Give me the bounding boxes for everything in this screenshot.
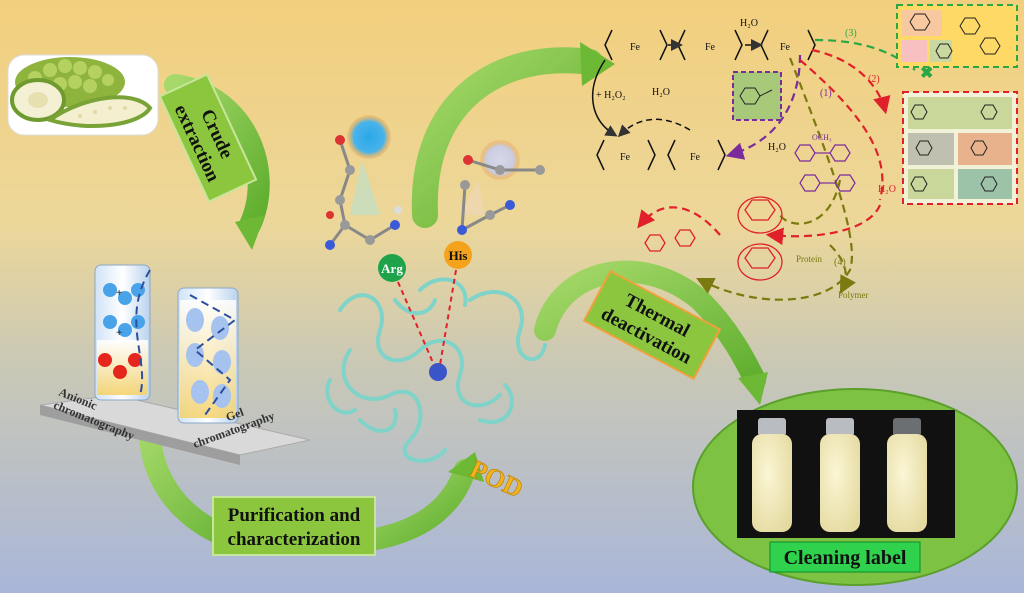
- fe-4: Fe: [620, 152, 631, 163]
- path-2-label: (2): [868, 74, 880, 85]
- red-fe-complexes: [644, 196, 783, 281]
- h2o2-label: + H₂O₂: [596, 90, 626, 101]
- juice-bottle-1: [752, 418, 792, 532]
- cleaning-label-panel: Cleaning label: [692, 388, 1018, 586]
- cleaning-label-text: Cleaning label: [784, 547, 907, 569]
- fe-1: Fe: [630, 42, 641, 53]
- anionic-column: + +: [94, 264, 151, 401]
- h2o-mid: H₂O: [652, 87, 670, 98]
- pod-protein-structure: [325, 277, 547, 463]
- path-4-label: (4): [834, 257, 846, 268]
- arg-residue-model: Arg: [325, 115, 406, 282]
- dimer-product: [794, 144, 856, 192]
- reaction-mechanism: Fe Fe Fe Fe Fe H₂O + H₂O₂ H₂O H₂O H₂O: [591, 18, 896, 195]
- arg-link: [397, 281, 435, 366]
- cation-marker-2: +: [116, 327, 122, 339]
- blocked-x-icon: ✖: [920, 65, 933, 82]
- juice-bottle-2: [820, 418, 860, 532]
- h2o-top: H₂O: [740, 18, 758, 29]
- crude-extraction-label: Crude extraction: [158, 73, 258, 203]
- purification-line2: characterization: [228, 529, 361, 550]
- path-3-label: (3): [845, 28, 857, 39]
- och3-label: OCH₃: [812, 133, 832, 142]
- path-1-label: (1): [820, 88, 832, 99]
- gel-line1: Gel: [224, 405, 246, 425]
- heme-center-icon: [429, 363, 447, 381]
- purification-line1: Purification and: [228, 505, 361, 526]
- fe-5: Fe: [690, 152, 701, 163]
- h2o-left: H₂O: [768, 142, 786, 153]
- gel-column: [177, 287, 239, 424]
- purple-substrate-box: [732, 71, 782, 121]
- h2o-right: H₂O: [878, 184, 896, 195]
- red-substrate-box: [902, 91, 1018, 205]
- arg-label: Arg: [381, 261, 403, 276]
- phenolic-substrate-box-green: ✖: [896, 4, 1018, 82]
- polymer-label: Polymer: [838, 290, 869, 300]
- noni-fruit-image: [7, 54, 159, 136]
- protein-label: Protein: [796, 254, 822, 264]
- pod-label: POD: [465, 454, 527, 503]
- cation-marker: +: [116, 287, 122, 299]
- his-residue-model: His: [444, 140, 545, 269]
- chromatography-setup: + + Anionic chromatography Gel chromatog…: [39, 264, 311, 465]
- juice-bottle-3: [887, 418, 927, 532]
- his-label: His: [449, 248, 468, 263]
- fe-2: Fe: [705, 42, 716, 53]
- fe-3: Fe: [780, 42, 791, 53]
- flow-arrows: [138, 42, 768, 556]
- purification-label: Purification and characterization: [212, 496, 376, 556]
- his-link: [439, 269, 457, 366]
